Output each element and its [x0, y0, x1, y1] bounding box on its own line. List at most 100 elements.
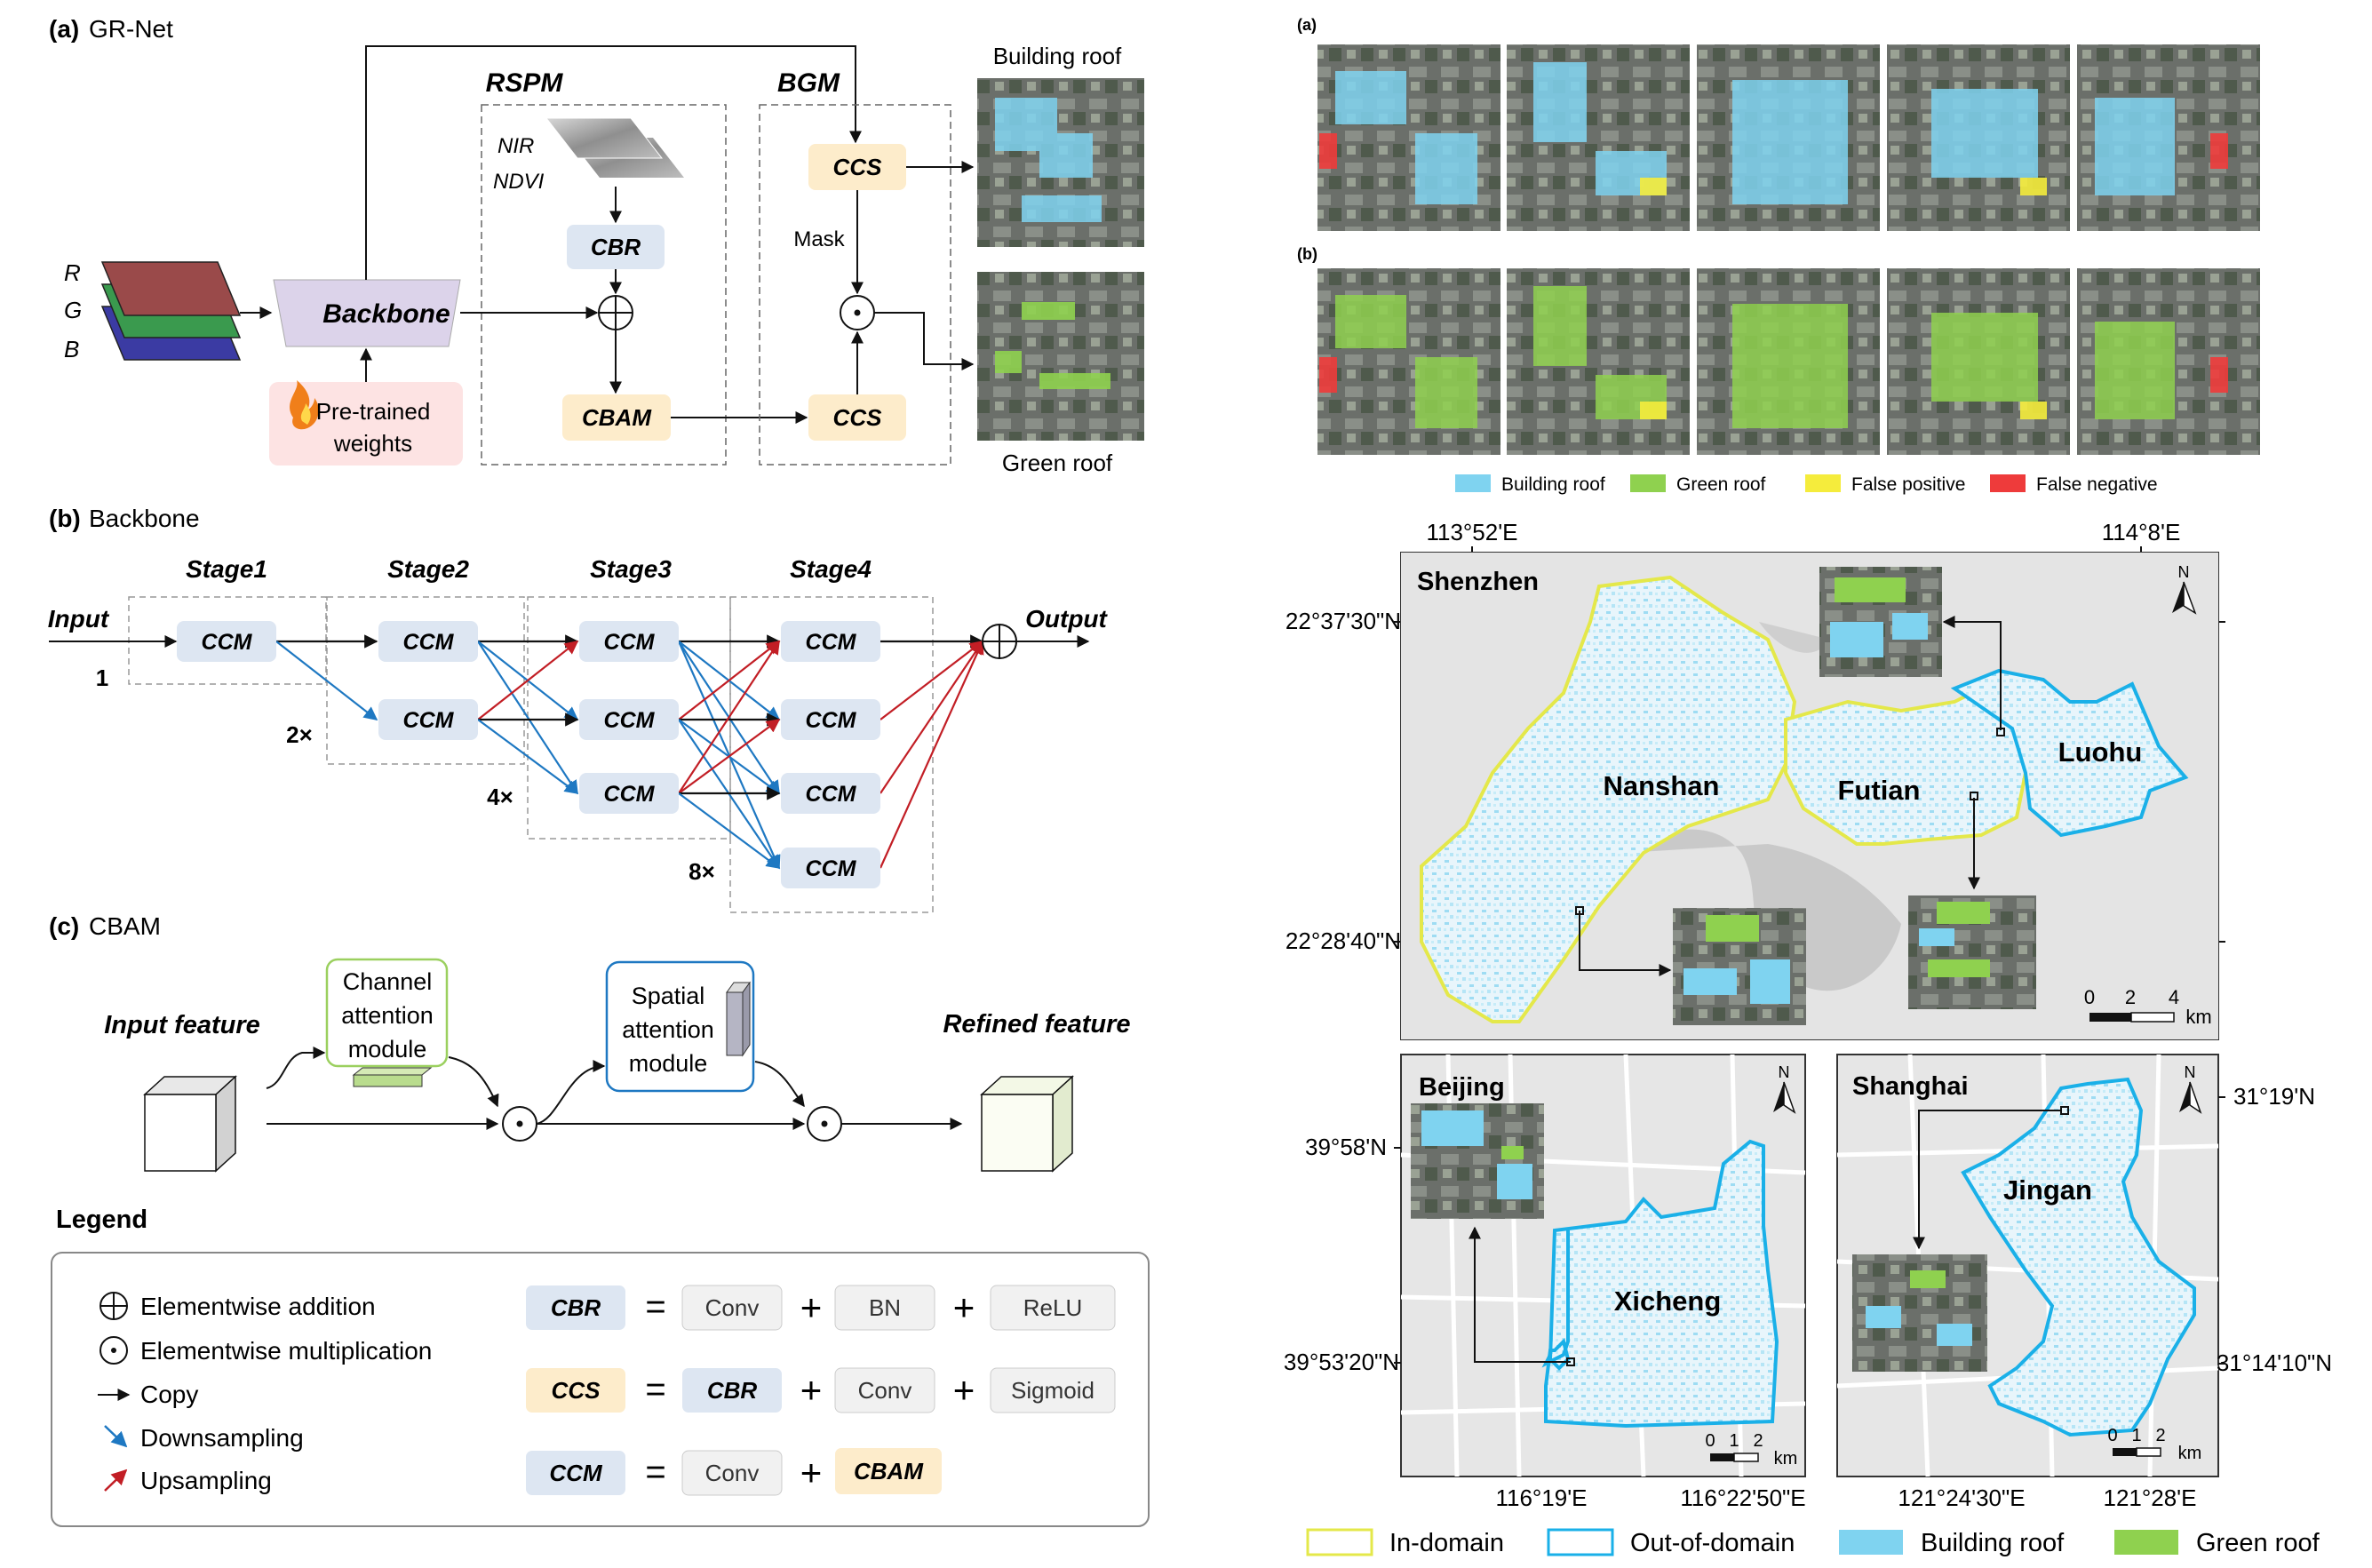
upsample-edge — [678, 719, 781, 794]
legend-title: Legend — [56, 1206, 147, 1234]
ccm-node-label: CCM — [604, 630, 656, 655]
building-roof-output-label: Building roof — [993, 43, 1122, 69]
luohu-label: Luohu — [2058, 736, 2143, 768]
legend-cbam-label: CBAM — [854, 1458, 924, 1484]
sh-lon-label-2: 121°28'E — [2103, 1484, 2196, 1511]
scale-8x: 8× — [689, 858, 715, 885]
stage-label-2: Stage2 — [387, 555, 469, 583]
jingan-label: Jingan — [2003, 1174, 2092, 1206]
ccm-node — [579, 699, 679, 740]
ccm-node-label: CCM — [806, 708, 857, 733]
output-upsample-edge — [880, 641, 984, 720]
sh-lon-label-1: 121°24'30"E — [1898, 1484, 2025, 1511]
pretrained-line1: Pre-trained — [316, 398, 431, 425]
result-tiles — [1317, 44, 2260, 455]
results-legend-label: False negative — [2036, 474, 2158, 495]
upsample-edge — [477, 641, 579, 720]
ccm-node — [781, 773, 880, 814]
maps-panel: 113°52'E 114°8'E 22°37'30"N 22°28'40"N S… — [1284, 519, 2332, 1557]
spatial-line2: attention — [622, 1016, 714, 1043]
false-positive-overlay — [2020, 402, 2047, 419]
cbam-mult-1 — [502, 1106, 537, 1142]
ccm-node — [781, 848, 880, 888]
scale-4x: 4× — [487, 784, 513, 810]
results-legend-swatch — [1990, 474, 2026, 492]
building-roof-overlay — [1732, 80, 1848, 204]
sz-lon-label-2: 114°8'E — [2102, 519, 2181, 545]
rspm-box — [481, 104, 727, 466]
cbam-mult-2 — [807, 1106, 842, 1142]
fire-icon — [290, 380, 319, 430]
ccm-node — [378, 699, 478, 740]
map-legend-label: In-domain — [1389, 1529, 1504, 1557]
results-legend-swatch — [1630, 474, 1666, 492]
green-roof-overlay — [2095, 322, 2175, 419]
legend-add-icon — [99, 1292, 128, 1320]
legend-ccs-label: CCS — [552, 1377, 601, 1404]
results-row-a-label: (a) — [1297, 16, 1317, 34]
channel-line3: module — [348, 1036, 427, 1063]
rspm-cbr-label: CBR — [591, 234, 641, 260]
legend-conv-1-label: Conv — [705, 1294, 760, 1321]
map-legend-swatch — [1547, 1528, 1614, 1556]
r-layer — [100, 261, 242, 316]
bj-lat-label-2: 39°53'20"N — [1284, 1349, 1399, 1375]
legend-conv-3 — [681, 1450, 783, 1496]
svg-text:km: km — [2185, 1006, 2211, 1028]
sz-leader-2 — [1579, 911, 1672, 976]
panel-c-title: CBAM — [89, 912, 161, 940]
spatial-line1: Spatial — [632, 983, 705, 1009]
green-roof-overlay — [1533, 286, 1587, 366]
legend-relu-label: ReLU — [1023, 1294, 1082, 1321]
legend-cbr-label: CBR — [551, 1294, 601, 1321]
svg-text:km: km — [1774, 1449, 1798, 1469]
jingan-district — [1961, 1077, 2196, 1437]
results-legend-label: False positive — [1851, 474, 1965, 495]
legend-plus-4: + — [953, 1369, 975, 1411]
legend-eq-1: = — [645, 1287, 665, 1326]
luohu-district — [1950, 668, 2189, 838]
downsample-edge — [477, 719, 579, 794]
svg-text:4: 4 — [2169, 986, 2179, 1008]
green-roof-output-label: Green roof — [1002, 450, 1113, 476]
ccm-node-label: CCM — [403, 630, 455, 655]
legend-plus-3: + — [800, 1369, 823, 1411]
sh-north-arrow: N — [2179, 1063, 2202, 1114]
legend-add-text: Elementwise addition — [140, 1293, 376, 1320]
legend-mult-icon — [99, 1336, 128, 1365]
mask-label: Mask — [793, 227, 845, 251]
legend-mult-text: Elementwise multiplication — [140, 1337, 432, 1365]
stage-label-4: Stage4 — [790, 555, 872, 583]
panel-a-grnet: (a) GR-Net R G B Backbone Pre-trained we… — [49, 15, 1144, 476]
false-negative-overlay — [1319, 357, 1337, 393]
input-feature-label: Input feature — [104, 1011, 260, 1039]
beijing-label: Beijing — [1419, 1073, 1505, 1102]
svg-text:N: N — [2185, 1063, 2196, 1081]
scale-2x: 2× — [286, 721, 313, 748]
b-label: B — [64, 336, 79, 362]
rspm-label: RSPM — [486, 68, 564, 98]
svg-text:0: 0 — [2107, 1426, 2117, 1445]
legend-ccs-cbr-label: CBR — [707, 1377, 758, 1404]
legend-conv-1 — [681, 1285, 783, 1331]
nir-image — [545, 117, 664, 159]
legend-relu — [990, 1285, 1116, 1331]
legend-ccm-block — [526, 1451, 625, 1495]
ccm-node — [579, 773, 679, 814]
green-roof-overlay — [1415, 357, 1477, 428]
svg-text:0: 0 — [1705, 1431, 1715, 1451]
ccm-node — [781, 699, 880, 740]
building-roof-overlay — [1415, 133, 1477, 204]
backbone-label: Backbone — [322, 299, 450, 329]
rspm-add-operator — [598, 295, 633, 330]
spatial-line3: module — [629, 1050, 708, 1077]
bj-leader — [1469, 1226, 1571, 1363]
rspm-cbr-block — [567, 225, 665, 269]
refined-feature-label: Refined feature — [943, 1010, 1130, 1039]
ccm-node — [177, 621, 276, 662]
legend-panel: Legend Elementwise addition Elementwise … — [51, 1206, 1150, 1527]
